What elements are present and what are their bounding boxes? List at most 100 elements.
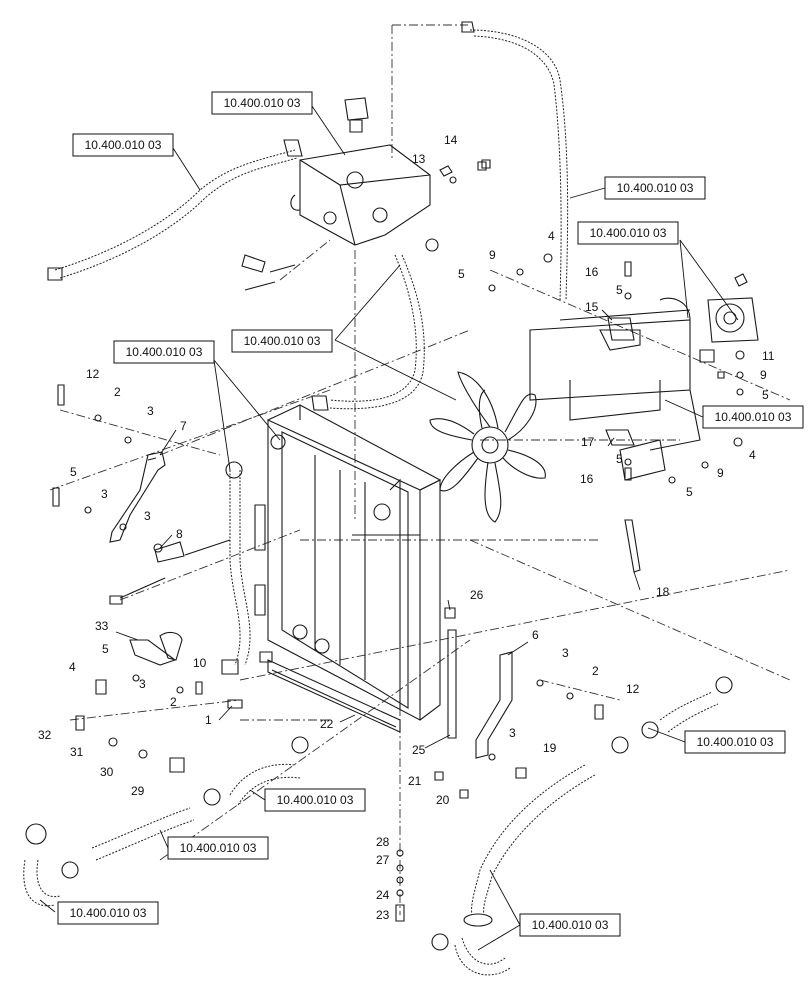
radiator-core: [254, 404, 442, 721]
callout-16: 16: [585, 265, 599, 279]
ref-text: 10.400.010 03: [532, 918, 609, 932]
ref-box-lower-left: 10.400.010 03: [167, 836, 269, 860]
callout-23: 23: [376, 908, 390, 922]
callout-3: 3: [139, 677, 146, 691]
radiator-side-hose: [221, 434, 286, 675]
callout-4: 4: [69, 660, 76, 674]
support-rod: [624, 519, 641, 573]
callout-29: 29: [131, 784, 145, 798]
ref-box-left-hose: 10.400.010 03: [72, 133, 174, 157]
ref-box-bottom-right: 10.400.010 03: [519, 913, 621, 937]
ref-text: 10.400.010 03: [180, 841, 257, 855]
callout-16: 16: [580, 472, 594, 486]
seal-strip: [444, 607, 457, 739]
callout-5: 5: [458, 267, 465, 281]
callout-12: 12: [626, 682, 640, 696]
upper-radiator-hose: [311, 254, 425, 411]
callout-30: 30: [100, 765, 114, 779]
ref-text: 10.400.010 03: [126, 345, 203, 359]
expansion-tank: [290, 97, 431, 246]
callout-2: 2: [170, 695, 177, 709]
callout-28: 28: [376, 835, 390, 849]
callout-25: 25: [412, 743, 426, 757]
ref-text: 10.400.010 03: [697, 735, 774, 749]
left-bracket-upper: [109, 451, 166, 543]
callout-leaders: [115, 309, 641, 749]
callout-4: 4: [749, 448, 756, 462]
ref-box-lower-right: 10.400.010 03: [684, 730, 786, 754]
left-overflow-hose: [47, 139, 303, 281]
ref-text: 10.400.010 03: [70, 906, 147, 920]
callout-5: 5: [616, 452, 623, 466]
right-bracket: [475, 651, 513, 759]
callout-5: 5: [616, 283, 623, 297]
callout-4: 4: [548, 229, 555, 243]
callout-17: 17: [581, 435, 595, 449]
ref-text: 10.400.010 03: [85, 138, 162, 152]
callout-5: 5: [686, 485, 693, 499]
ref-box-tank: 10.400.010 03: [211, 91, 313, 115]
callout-numbers: 1 2 2 2 3 3 3 3 3 3 4 4 4 5 5 5 5 5 5 5 …: [38, 133, 775, 922]
callout-6: 6: [532, 628, 539, 642]
callout-32: 32: [38, 728, 52, 742]
ref-text: 10.400.010 03: [244, 334, 321, 348]
callout-13: 13: [412, 152, 426, 166]
bottom-baffle: [259, 651, 401, 733]
ref-box-top-hose: 10.400.010 03: [604, 176, 706, 200]
callout-1: 1: [205, 713, 212, 727]
cooling-fan: [429, 371, 546, 523]
callout-14: 14: [444, 133, 458, 147]
ref-box-lower-mid: 10.400.010 03: [264, 788, 366, 812]
callout-15: 15: [585, 300, 599, 314]
callout-3: 3: [101, 487, 108, 501]
callout-18: 18: [656, 585, 670, 599]
callout-9: 9: [489, 248, 496, 262]
callout-5: 5: [102, 642, 109, 656]
ref-text: 10.400.010 03: [224, 96, 301, 110]
ref-box-pump: 10.400.010 03: [577, 221, 679, 245]
callout-3: 3: [509, 726, 516, 740]
callout-3: 3: [147, 404, 154, 418]
ref-box-radiator: 10.400.010 03: [113, 340, 215, 364]
callout-24: 24: [376, 888, 390, 902]
ref-box-middle: 10.400.010 03: [231, 329, 333, 353]
phantom-lines: [49, 24, 791, 915]
callout-31: 31: [70, 745, 84, 759]
callout-9: 9: [717, 466, 724, 480]
lower-right-hoses: [431, 676, 733, 976]
callout-3: 3: [562, 646, 569, 660]
callout-2: 2: [114, 385, 121, 399]
ref-text: 10.400.010 03: [617, 181, 694, 195]
callout-3: 3: [144, 509, 151, 523]
callout-5: 5: [762, 388, 769, 402]
left-bracket-lower: [129, 631, 183, 666]
callout-20: 20: [436, 793, 450, 807]
ref-text: 10.400.010 03: [590, 226, 667, 240]
ref-box-bottom-left: 10.400.010 03: [57, 901, 159, 925]
callout-26: 26: [470, 588, 484, 602]
callout-12: 12: [86, 367, 100, 381]
ref-box-frame: 10.400.010 03: [702, 405, 804, 429]
callout-11: 11: [762, 349, 775, 363]
reference-labels: [39, 105, 739, 951]
water-pump: [699, 273, 759, 379]
callout-7: 7: [180, 419, 187, 433]
callout-19: 19: [543, 741, 557, 755]
ref-text: 10.400.010 03: [277, 793, 354, 807]
callout-10: 10: [193, 656, 207, 670]
support-frame: [529, 297, 701, 481]
callout-9: 9: [760, 368, 767, 382]
ref-text: 10.400.010 03: [715, 410, 792, 424]
hardware-bolts: [52, 159, 745, 922]
callout-27: 27: [376, 853, 390, 867]
lower-left-hoses: [23, 736, 309, 907]
callout-5: 5: [70, 465, 77, 479]
callout-2: 2: [592, 664, 599, 678]
callout-33: 33: [95, 619, 109, 633]
callout-22: 22: [320, 717, 334, 731]
callout-21: 21: [408, 774, 422, 788]
callout-8: 8: [176, 527, 183, 541]
tank-fittings: [241, 161, 487, 291]
overflow-hose-top: [461, 21, 569, 301]
